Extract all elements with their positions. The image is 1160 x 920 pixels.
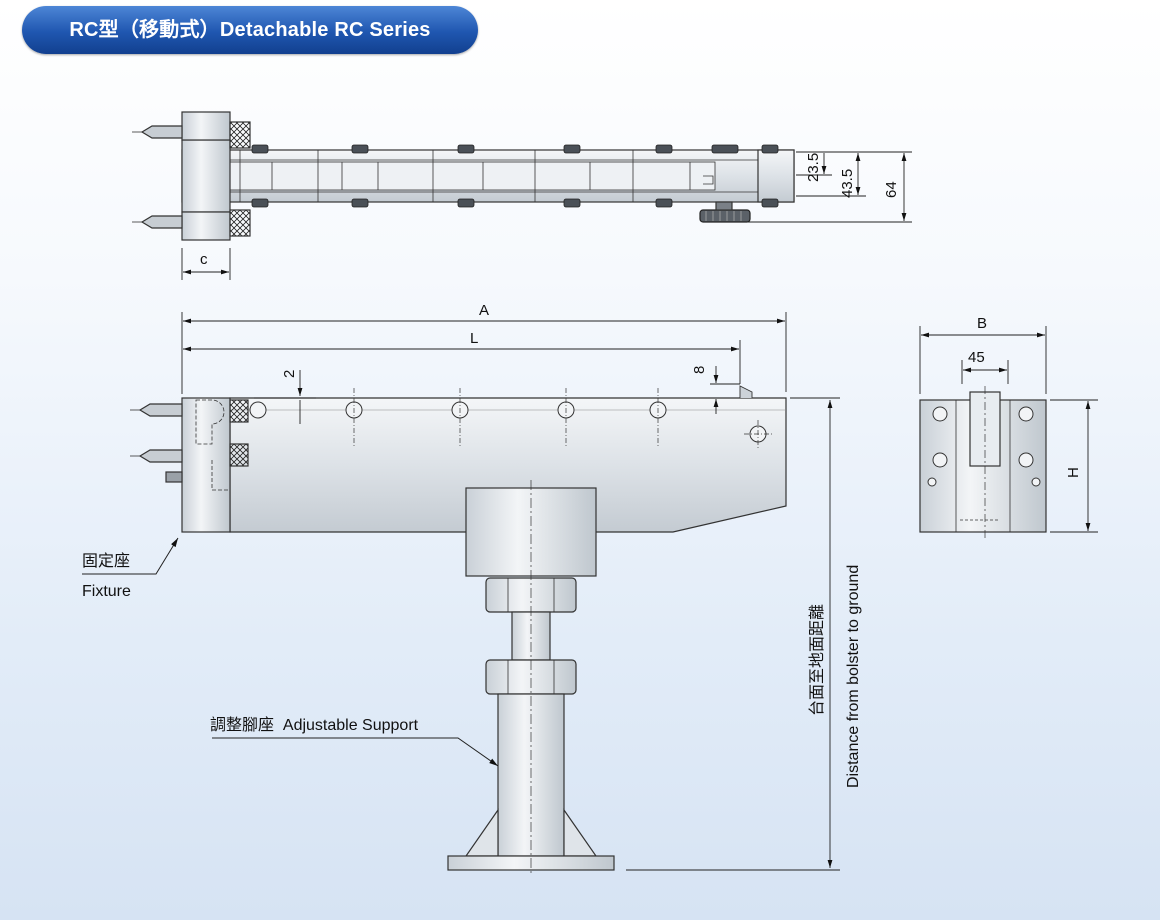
dim-c: c (200, 251, 208, 268)
front-view (130, 385, 787, 876)
dim-23-5: 23.5 (805, 153, 822, 182)
dim-l: L (470, 330, 478, 347)
dim-43-5: 43.5 (839, 169, 856, 198)
dim-b: B (977, 315, 987, 332)
dim-h: H (1065, 467, 1082, 478)
side-view (919, 386, 1047, 540)
top-view (132, 111, 795, 241)
front-view-dimensions (181, 312, 840, 871)
label-distance-en: Distance from bolster to ground (845, 565, 862, 788)
label-fixture-en: Fixture (82, 583, 131, 600)
label-fixture-zh: 固定座 (82, 552, 130, 570)
callout-lines (82, 537, 499, 767)
top-view-dimensions (181, 151, 912, 280)
dim-a: A (479, 302, 489, 319)
dim-45: 45 (968, 349, 985, 366)
label-distance-zh: 台面至地面距離 (808, 604, 826, 716)
series-title: RC型（移動式）Detachable RC Series (22, 6, 478, 54)
label-adjustable-support: 調整腳座 Adjustable Support (210, 716, 419, 734)
dim-8: 8 (691, 366, 708, 374)
side-view-dimensions (919, 326, 1098, 533)
dim-64: 64 (883, 181, 900, 198)
dim-2: 2 (281, 370, 298, 378)
